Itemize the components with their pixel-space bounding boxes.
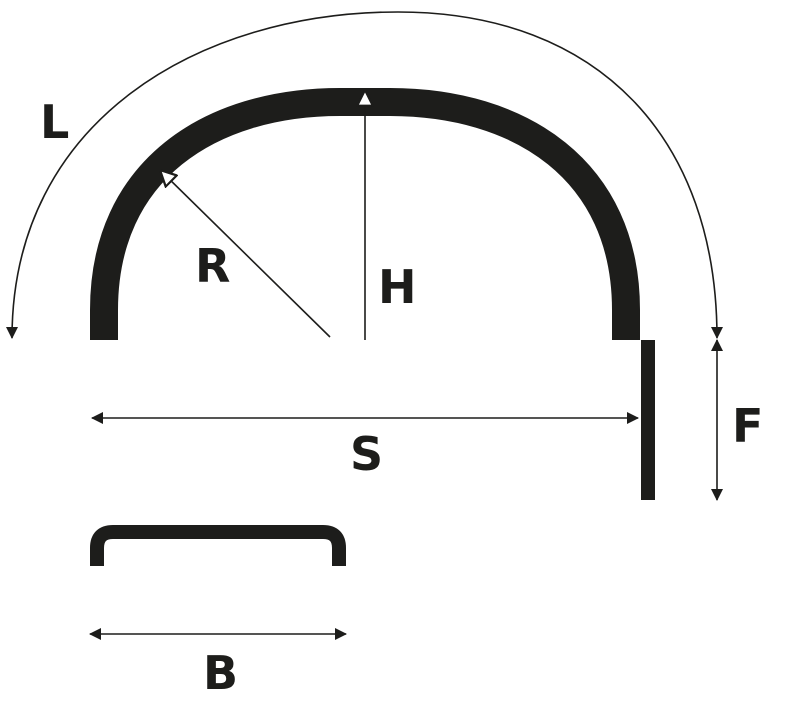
arc-length-dimension [6, 11, 723, 339]
cross-section-profile [90, 525, 346, 566]
label-B: B [203, 646, 238, 700]
label-F: F [732, 399, 763, 453]
label-H: H [378, 260, 417, 314]
mounting-plate [641, 340, 655, 500]
radius-dimension [160, 170, 331, 338]
label-S: S [350, 427, 383, 481]
label-L: L [40, 95, 69, 149]
label-R: R [195, 239, 230, 293]
